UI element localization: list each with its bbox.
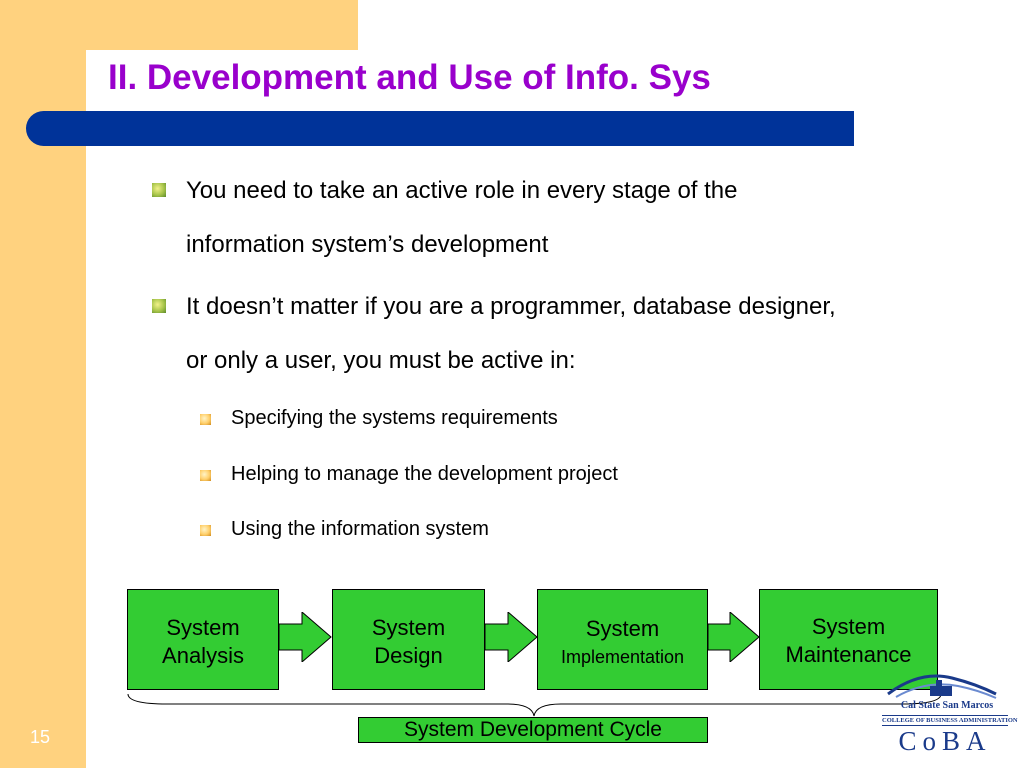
stage-design: System Design [332, 589, 485, 690]
csusm-coba-logo: Cal State San Marcos COLLEGE OF BUSINESS… [880, 664, 1018, 760]
bullet-item: You need to take an active role in every… [152, 164, 962, 272]
right-arrow-icon [485, 612, 538, 662]
orange-square-bullet-icon [200, 525, 211, 536]
stage-line2: Analysis [162, 643, 244, 668]
stage-analysis: System Analysis [127, 589, 279, 690]
stage-maintenance: System Maintenance [759, 589, 938, 690]
right-arrow-icon [279, 612, 332, 662]
green-square-bullet-icon [152, 299, 166, 313]
sub-bullet-text: Specifying the systems requirements [231, 407, 558, 429]
title-underline-bar [26, 111, 854, 146]
logo-university-name: Cal State San Marcos [900, 700, 994, 711]
stage-line1: System [585, 616, 660, 641]
bullet-line: or only a user, you must be active in: [186, 347, 576, 374]
sub-bullet-text: Helping to manage the development projec… [231, 463, 618, 485]
stage-line1: System [811, 614, 886, 639]
bullet-item: It doesn’t matter if you are a programme… [152, 280, 962, 388]
stage-line2: Implementation [560, 647, 685, 667]
stage-line2: Design [374, 643, 443, 668]
right-arrow-icon [708, 612, 760, 662]
stage-line1: System [371, 615, 446, 640]
sub-bullet-item: Specifying the systems requirements [200, 405, 900, 431]
logo-wave-icon [887, 674, 997, 699]
cycle-label: System Development Cycle [358, 717, 708, 743]
stage-line1: System [166, 615, 240, 640]
bullet-line: You need to take an active role in every… [186, 177, 738, 204]
orange-square-bullet-icon [200, 470, 211, 481]
slide-title: II. Development and Use of Info. Sys [108, 58, 711, 97]
top-decor-band [86, 0, 358, 50]
bullet-line: information system’s development [186, 231, 549, 258]
orange-square-bullet-icon [200, 414, 211, 425]
sub-bullet-text: Using the information system [231, 518, 489, 540]
stage-implementation: System Implementation [537, 589, 708, 690]
sub-bullet-item: Helping to manage the development projec… [200, 461, 900, 487]
slide-number: 15 [30, 727, 51, 747]
cycle-brace [127, 693, 942, 717]
sub-bullet-item: Using the information system [200, 516, 900, 542]
logo-college-name: COLLEGE OF BUSINESS ADMINISTRATION [882, 715, 1018, 726]
green-square-bullet-icon [152, 183, 166, 197]
bullet-line: It doesn’t matter if you are a programme… [186, 293, 836, 320]
stage-line2: Maintenance [785, 642, 912, 667]
logo-coba: CoBA [898, 726, 992, 756]
